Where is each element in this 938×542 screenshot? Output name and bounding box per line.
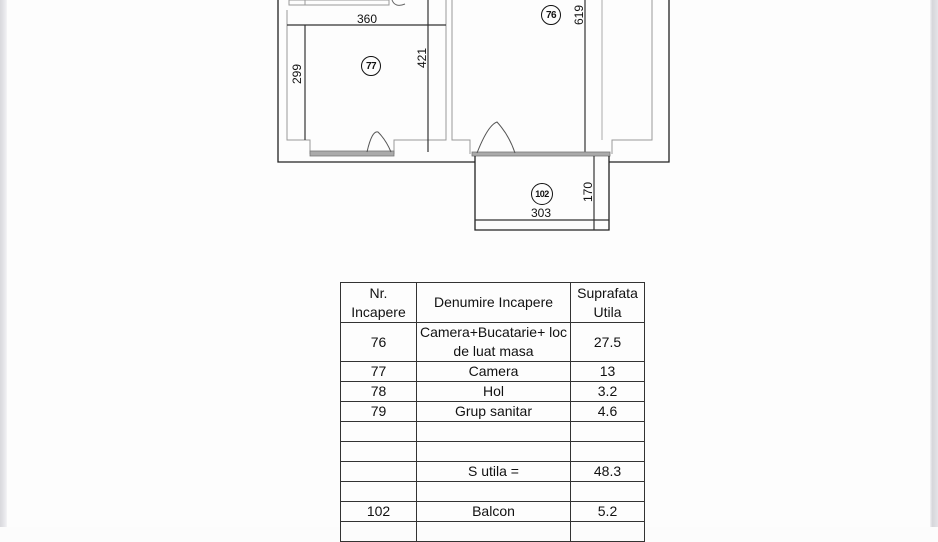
dim-360: 360: [357, 12, 378, 26]
room-tag-102: 102: [531, 183, 553, 205]
cell-name: S utila =: [416, 461, 571, 482]
table-row: [340, 481, 645, 502]
dim-303: 303: [531, 206, 552, 220]
cell-name: Camera+Bucatarie+ loc de luat masa: [416, 322, 571, 362]
cell-name: [416, 481, 571, 502]
table-row: [340, 421, 645, 442]
header-area: Suprafata Utila: [570, 282, 645, 323]
cell-area: [570, 481, 645, 502]
table-row: 77 Camera 13: [340, 361, 645, 382]
cell-name: Hol: [416, 381, 571, 402]
cell-nr: 77: [340, 361, 417, 382]
table-row-total: S utila = 48.3: [340, 461, 645, 482]
room-area-table: Nr. Incapere Denumire Incapere Suprafata…: [340, 282, 645, 542]
cell-name: Grup sanitar: [416, 401, 571, 422]
table-row: 76 Camera+Bucatarie+ loc de luat masa 27…: [340, 322, 645, 362]
cell-nr: 76: [340, 322, 417, 362]
page-edge-right: [930, 0, 938, 527]
table-row: 78 Hol 3.2: [340, 381, 645, 402]
cell-name: [416, 521, 571, 542]
table-row: [340, 441, 645, 462]
document-page: 360 299 421 619 303 170 76 77 102 Nr. In…: [7, 0, 930, 542]
cell-area: 48.3: [570, 461, 645, 482]
cell-area: 5.2: [570, 501, 645, 522]
cell-name: [416, 421, 571, 442]
cell-name: Camera: [416, 361, 571, 382]
cell-area: [570, 421, 645, 442]
cell-area: [570, 441, 645, 462]
cell-nr: 78: [340, 381, 417, 402]
room-tag-76: 76: [541, 5, 561, 25]
cell-area: 3.2: [570, 381, 645, 402]
dim-170: 170: [581, 181, 596, 203]
cell-nr: 102: [340, 501, 417, 522]
cell-area: 4.6: [570, 401, 645, 422]
cell-nr: 79: [340, 401, 417, 422]
dim-299: 299: [290, 63, 305, 85]
table-row: 79 Grup sanitar 4.6: [340, 401, 645, 422]
cell-nr: [340, 521, 417, 542]
dim-619: 619: [572, 4, 587, 26]
page-edge-left: [0, 0, 7, 527]
cell-nr: [340, 461, 417, 482]
cell-nr: [340, 481, 417, 502]
cell-area: [570, 521, 645, 542]
cell-name: Balcon: [416, 501, 571, 522]
cell-name: [416, 441, 571, 462]
room-tag-77: 77: [361, 56, 381, 76]
dim-421: 421: [415, 47, 430, 69]
cell-nr: [340, 421, 417, 442]
cell-area: 27.5: [570, 322, 645, 362]
table-row: [340, 521, 645, 542]
cell-nr: [340, 441, 417, 462]
header-name: Denumire Incapere: [416, 282, 571, 323]
table-row: 102 Balcon 5.2: [340, 501, 645, 522]
header-nr: Nr. Incapere: [340, 282, 417, 323]
cell-area: 13: [570, 361, 645, 382]
floor-plan-drawing: [277, 0, 670, 231]
table-header-row: Nr. Incapere Denumire Incapere Suprafata…: [340, 282, 645, 323]
